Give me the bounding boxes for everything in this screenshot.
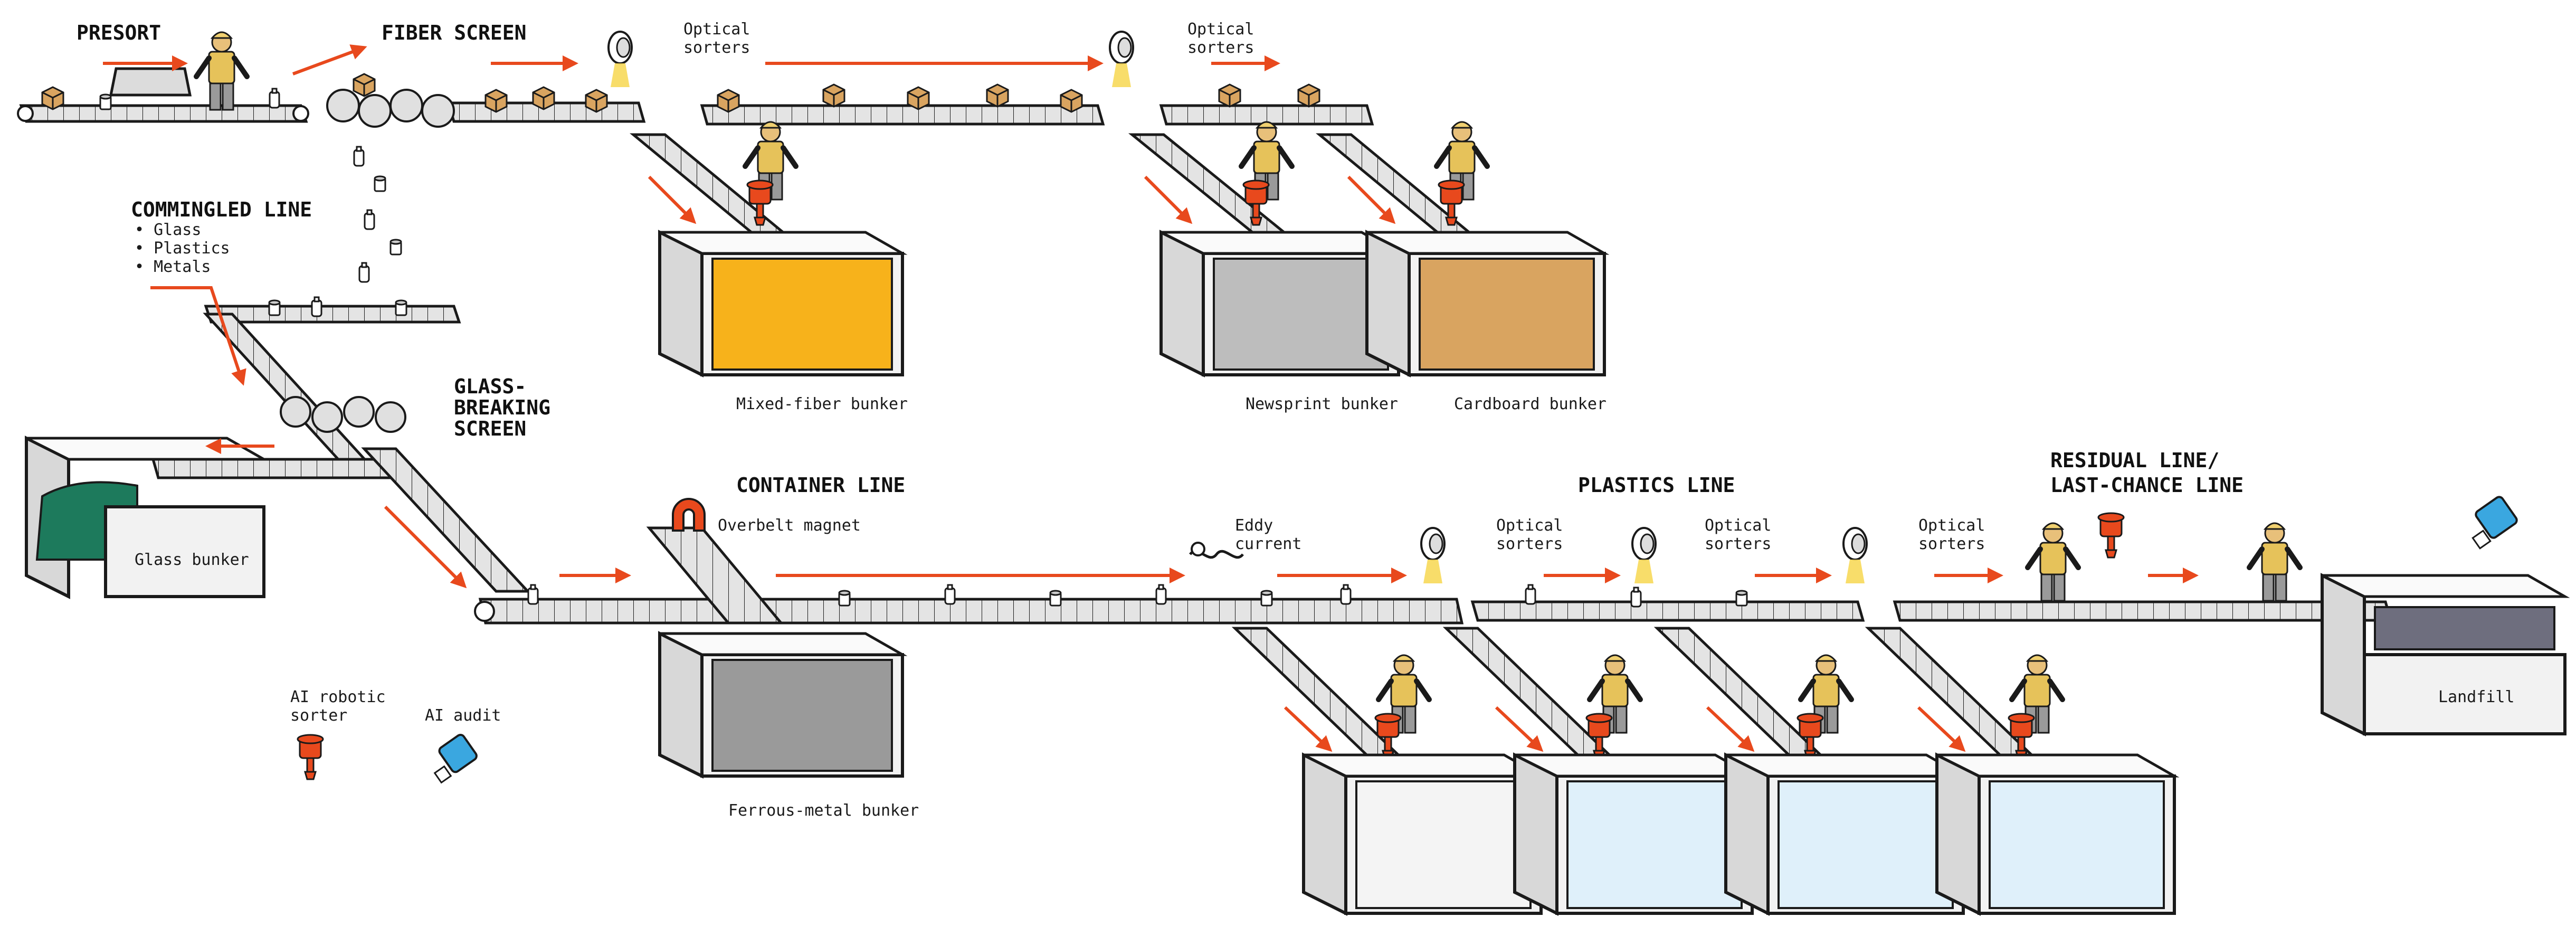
overbelt-magnet-label: Overbelt magnet [718, 516, 861, 535]
fiber-main-belt [700, 83, 1105, 126]
header-glass-breaking-1: GLASS- [454, 375, 526, 398]
ai-audit-icon [2472, 496, 2518, 550]
plastic-bunker-2 [1442, 627, 1757, 916]
cardboard-incline [1316, 122, 1492, 250]
plastic-bunker-1 [1231, 627, 1546, 916]
optical-sorter-icon [1842, 527, 1868, 584]
flow-arrows [103, 44, 2199, 752]
optical-sorter-icon [1420, 527, 1446, 584]
mixed-fiber-bunker-label: Mixed-fiber bunker [736, 395, 908, 413]
legend: AI robotic sorter AI audit [290, 688, 501, 784]
optical-sorters-label-b1: Optical [1187, 20, 1254, 39]
legend-ai-robotic-sorter-label-2: sorter [290, 706, 347, 725]
fiber-screen-belt [446, 86, 646, 123]
header-commingled-line: COMMINGLED LINE [131, 198, 312, 221]
cardboard-bunker: Cardboard bunker [1365, 230, 1610, 413]
commingled-item-glass: • Glass [135, 221, 201, 239]
glass-screen-incline [361, 447, 531, 593]
cardboard-belt [1159, 83, 1374, 126]
commingled-fall [353, 146, 402, 283]
ferrous-metal-bunker: Ferrous-metal bunker [658, 631, 919, 820]
header-plastics-line: PLASTICS LINE [1578, 474, 1735, 497]
newsprint-bunker-label: Newsprint bunker [1246, 395, 1398, 413]
optical-sorters-label-a1: Optical [683, 20, 750, 39]
eddy-current-label-1: Eddy [1235, 516, 1273, 535]
plastic-bunker-3 [1653, 627, 1969, 916]
header-residual-line-2: LAST-CHANCE LINE [2050, 474, 2244, 497]
cardboard-bunker-label: Cardboard bunker [1454, 395, 1607, 413]
optical-sorter-icon [1109, 31, 1134, 88]
eddy-current-icon [1189, 542, 1244, 559]
legend-ai-robotic-sorter-label-1: AI robotic [290, 688, 386, 706]
optical-sorters-label-d1: Optical [1705, 516, 1771, 535]
landfill-label: Landfill [2438, 688, 2515, 706]
optical-sorters-label-c1: Optical [1496, 516, 1563, 535]
legend-ai-audit-label: AI audit [425, 706, 501, 725]
newsprint-bunker: Newsprint bunker [1159, 230, 1404, 413]
optical-sorters-label-b2: sorters [1187, 39, 1254, 57]
optical-sorters-label-c2: sorters [1496, 535, 1563, 553]
optical-sorters-label-e1: Optical [1918, 516, 1985, 535]
optical-sorter-icon [1631, 527, 1657, 584]
glass-belt [151, 458, 403, 479]
robot-sorter-icon [297, 734, 324, 780]
header-presort: PRESORT [77, 21, 161, 44]
ferrous-metal-bunker-label: Ferrous-metal bunker [728, 801, 919, 820]
optical-sorter-icon [607, 31, 633, 88]
commingled-item-plastics: • Plastics [135, 239, 230, 258]
presort-station [41, 32, 280, 110]
fiber-screen [326, 73, 455, 128]
glass-bunker: Glass bunker [25, 436, 269, 599]
commingled-belt [203, 296, 461, 466]
glass-breaking-screen [280, 396, 406, 433]
newsprint-incline [1128, 122, 1308, 250]
plastics-belt [1470, 584, 1865, 622]
presort-belt [17, 104, 309, 123]
eddy-current: Eddy current [1189, 516, 1301, 559]
mixed-fiber-bunker: Mixed-fiber bunker [658, 230, 908, 413]
magnet-icon [672, 498, 706, 532]
ai-audit-legend-icon [433, 733, 478, 784]
optical-sorters-label-e2: sorters [1918, 535, 1985, 553]
commingled-item-metals: • Metals [135, 258, 211, 276]
header-fiber-screen: FIBER SCREEN [382, 21, 527, 44]
eddy-current-label-2: current [1235, 535, 1301, 553]
optical-sorters-label-d2: sorters [1705, 535, 1771, 553]
glass-bunker-label: Glass bunker [135, 551, 249, 569]
header-glass-breaking-2: BREAKING [454, 396, 550, 419]
plastic-bunker-4 [1865, 627, 2180, 916]
container-belt [474, 584, 1464, 625]
header-residual-line-1: RESIDUAL LINE/ [2050, 449, 2219, 472]
header-container-line: CONTAINER LINE [736, 474, 905, 497]
optical-sorters-label-a2: sorters [683, 39, 750, 57]
overbelt-magnet: Overbelt magnet [646, 498, 861, 625]
header-glass-breaking-3: SCREEN [454, 417, 526, 440]
landfill-bunker: Landfill [2321, 573, 2570, 736]
